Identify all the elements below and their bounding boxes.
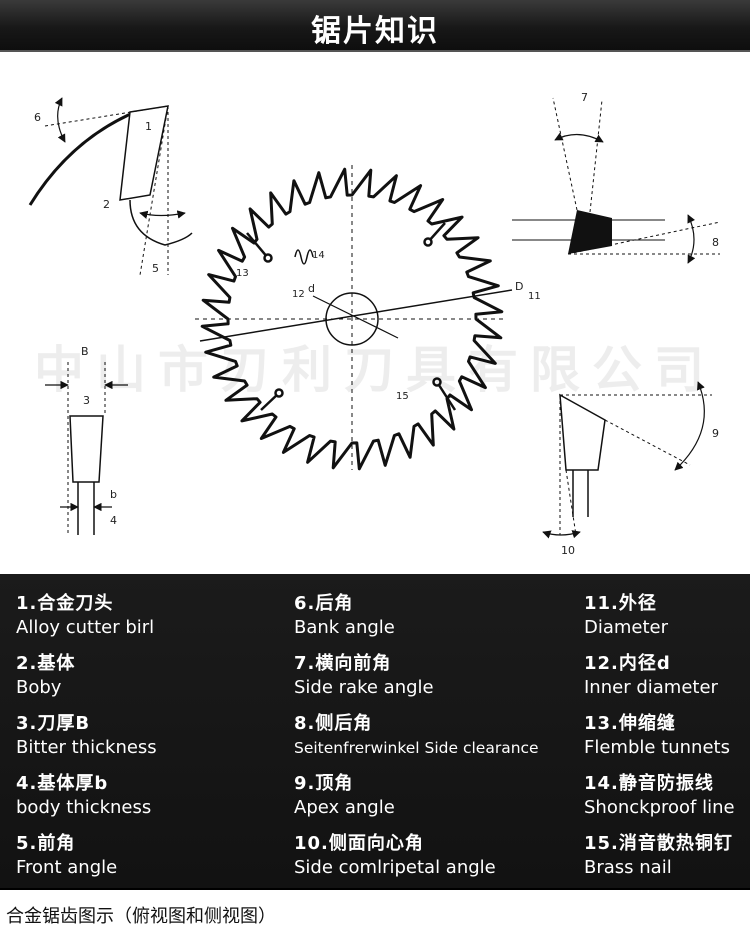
rake-line bbox=[139, 105, 169, 276]
bank-angle-arc bbox=[54, 97, 66, 143]
legend-item-1-cn: 1.合金刀头 bbox=[16, 593, 114, 614]
label-14: 14 bbox=[312, 250, 325, 261]
legend-item-4-cn: 4.基体厚b bbox=[16, 773, 109, 794]
shockproof-line bbox=[294, 249, 314, 265]
label-8: 8 bbox=[712, 236, 719, 249]
legend-item-7-en: Side rake angle bbox=[294, 677, 434, 698]
front-angle-arc bbox=[139, 210, 186, 219]
legend-item-5-cn: 5.前角 bbox=[16, 833, 76, 854]
legend-item-11-cn: 11.外径 bbox=[584, 593, 657, 614]
legend-item-12-en: Inner diameter bbox=[584, 677, 718, 698]
label-4: 4 bbox=[110, 514, 117, 527]
legend-item-5-en: Front angle bbox=[16, 857, 118, 878]
page-title: 锯片知识 bbox=[311, 14, 439, 49]
legend-item-13-en: Flemble tunnets bbox=[584, 737, 730, 758]
label-7: 7 bbox=[581, 91, 588, 104]
legend-item-8-cn: 8.侧后角 bbox=[294, 713, 373, 734]
legend-item-15-cn: 15.消音散热铜钉 bbox=[584, 833, 733, 854]
label-3: 3 bbox=[83, 394, 90, 407]
legend-item-11-en: Diameter bbox=[584, 617, 669, 638]
legend-panel: 1.合金刀头 Alloy cutter birl 2.基体 Boby 3.刀厚B… bbox=[0, 574, 750, 888]
apex-tip bbox=[559, 393, 606, 471]
legend-item-14-cn: 14.静音防振线 bbox=[584, 773, 714, 794]
label-11: 11 bbox=[528, 291, 541, 302]
apex-angle-arc bbox=[674, 381, 705, 471]
label-9: 9 bbox=[712, 427, 719, 440]
side-rake-arc bbox=[554, 132, 604, 143]
diagram-svg: 1 2 5 6 13 14 12 d 15 bbox=[28, 91, 721, 557]
legend-item-1-en: Alloy cutter birl bbox=[16, 617, 155, 638]
legend-item-3-cn: 3.刀厚B bbox=[16, 713, 91, 734]
legend-item-14-en: Shonckproof line bbox=[584, 797, 735, 818]
legend-item-13-cn: 13.伸缩缝 bbox=[584, 713, 676, 734]
label-B: B bbox=[81, 345, 89, 358]
legend-item-10-en: Side comlripetal angle bbox=[294, 857, 496, 878]
label-2: 2 bbox=[103, 198, 110, 211]
label-13: 13 bbox=[236, 268, 249, 279]
legend-item-10-cn: 10.侧面向心角 bbox=[294, 833, 424, 854]
carbide-tip bbox=[119, 105, 169, 201]
legend-item-12-cn: 12.内径d bbox=[584, 653, 671, 674]
label-5: 5 bbox=[152, 262, 159, 275]
saw-blade-diagram: 中山市刃利刀具有限公司 1 2 5 6 bbox=[0, 52, 750, 574]
side-centripetal-arc bbox=[542, 530, 581, 539]
tooth-top-view: 7 8 bbox=[512, 91, 721, 264]
label-6: 6 bbox=[34, 111, 41, 124]
legend-item-2-cn: 2.基体 bbox=[16, 653, 76, 674]
legend-item-8-en: Seitenfrerwinkel Side clearance bbox=[294, 739, 539, 757]
side-clearance-arc bbox=[687, 214, 696, 264]
company-watermark: 中山市刃利刀具有限公司 bbox=[34, 341, 716, 399]
inner-diameter-line bbox=[312, 295, 399, 339]
legend-item-3-en: Bitter thickness bbox=[16, 737, 157, 758]
front-angle-curve bbox=[129, 199, 193, 246]
legend-item-9-cn: 9.顶角 bbox=[294, 773, 354, 794]
legend-item-15-en: Brass nail bbox=[584, 857, 672, 878]
label-10: 10 bbox=[561, 544, 575, 557]
label-1: 1 bbox=[145, 120, 152, 133]
tip-profile bbox=[69, 415, 104, 483]
clearance-line bbox=[44, 105, 169, 127]
label-12: 12 bbox=[292, 289, 305, 300]
footer-caption: 合金锯齿图示（俯视图和侧视图） bbox=[6, 906, 276, 927]
label-d: d bbox=[308, 282, 315, 295]
label-15: 15 bbox=[396, 391, 409, 402]
label-b: b bbox=[110, 488, 117, 501]
expansion-slots bbox=[246, 222, 457, 411]
tooth-tip-black bbox=[568, 210, 612, 254]
legend-item-4-en: body thickness bbox=[16, 797, 152, 818]
thickness-view: B 3 b 4 bbox=[45, 345, 128, 535]
apex-view: 9 10 bbox=[542, 381, 719, 557]
diameter-line bbox=[199, 289, 513, 342]
label-D: D bbox=[515, 280, 523, 293]
tooth-side-view: 1 2 5 6 bbox=[28, 97, 193, 276]
legend-item-2-en: Boby bbox=[16, 677, 62, 698]
blade-arc bbox=[28, 110, 136, 206]
legend-item-9-en: Apex angle bbox=[294, 797, 395, 818]
legend-item-6-en: Bank angle bbox=[294, 617, 395, 638]
title-banner: 锯片知识 bbox=[0, 0, 750, 52]
legend-item-7-cn: 7.横向前角 bbox=[294, 653, 392, 674]
footer-caption-bar: 合金锯齿图示（俯视图和侧视图） bbox=[0, 888, 750, 940]
saw-blade: 13 14 12 d 15 D 11 bbox=[195, 165, 541, 471]
legend-item-6-cn: 6.后角 bbox=[294, 593, 354, 614]
